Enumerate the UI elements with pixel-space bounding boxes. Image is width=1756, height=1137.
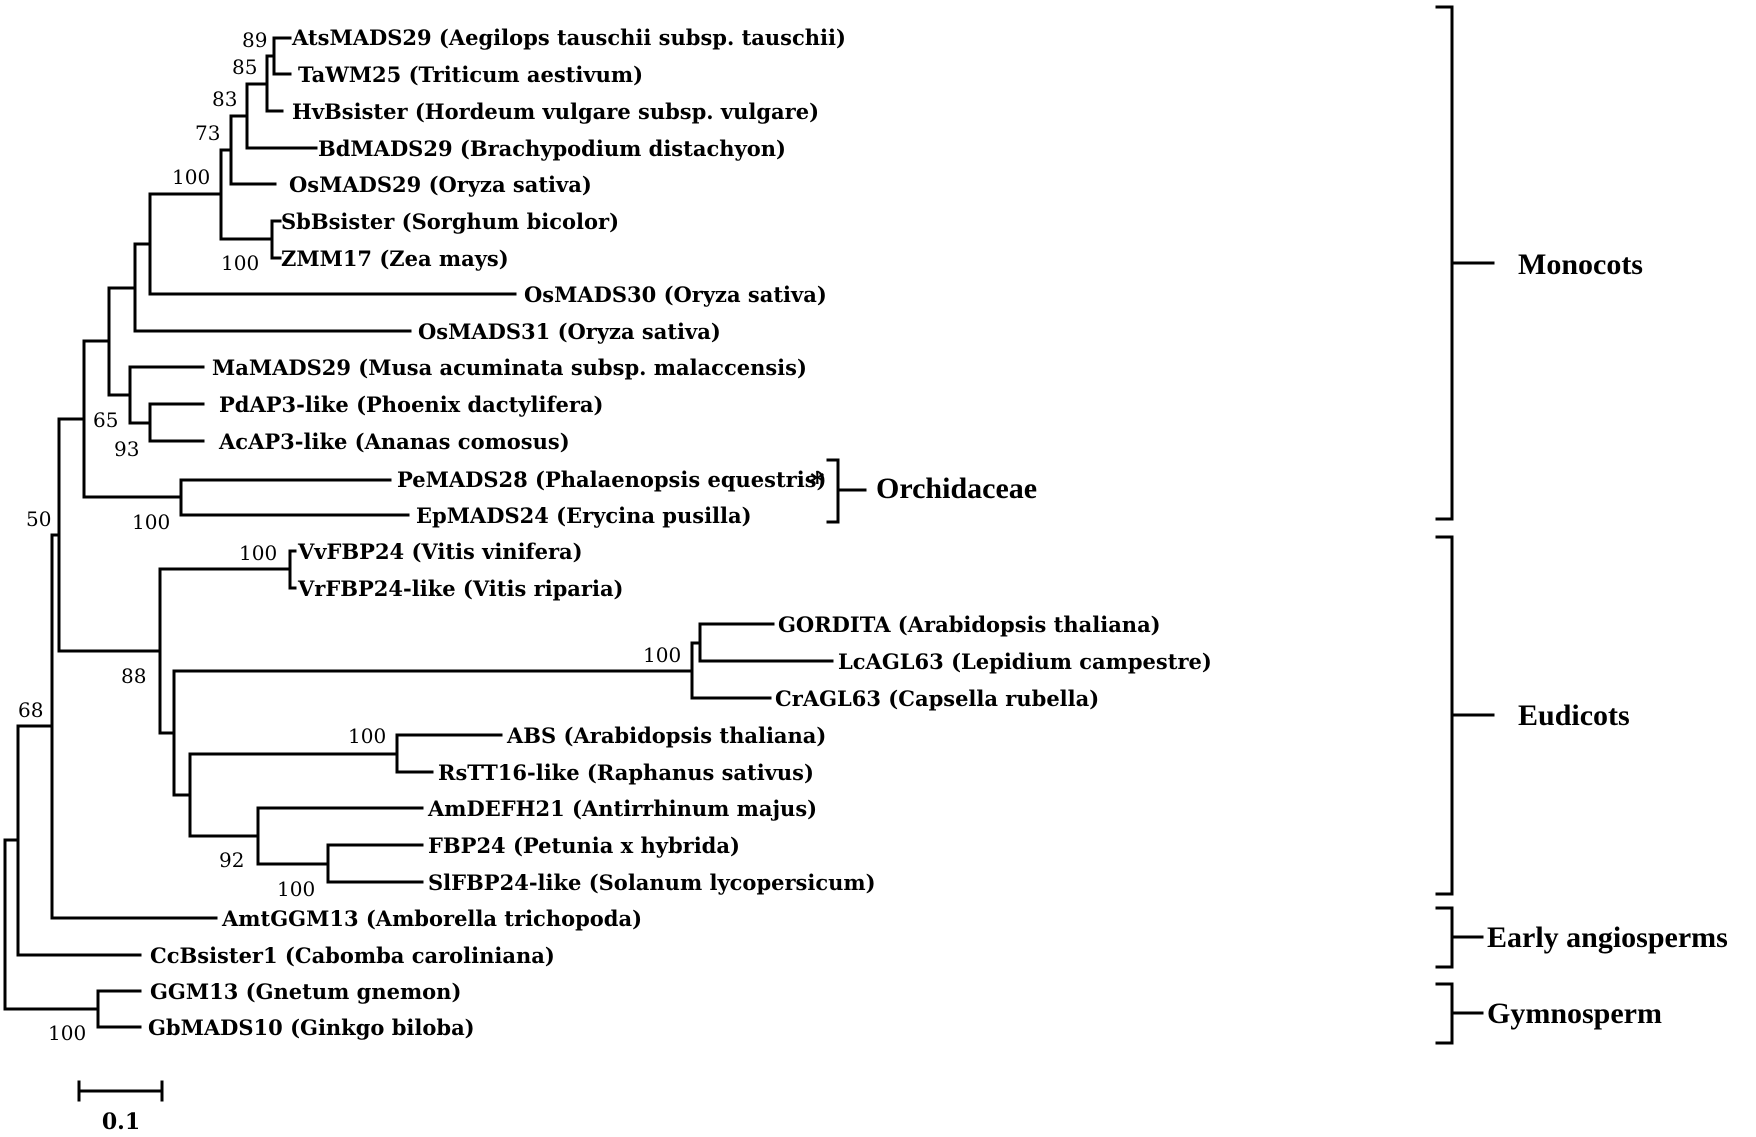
taxon-label: EpMADS24 (Erycina pusilla) (416, 503, 752, 528)
highlight-asterisk: * (810, 466, 825, 499)
taxon-label: PdAP3-like (Phoenix dactylifera) (219, 392, 603, 417)
orchidaceae-bracket (826, 458, 867, 524)
taxon-label: TaWM25 (Triticum aestivum) (298, 62, 643, 87)
support-values: 89 85 83 73 100 100 65 93 100 50 100 88 … (18, 28, 681, 1045)
support-value: 83 (212, 87, 237, 111)
taxon-label: ZMM17 (Zea mays) (281, 246, 509, 271)
support-value: 73 (195, 121, 220, 145)
orchidaceae-label: Orchidaceae (876, 472, 1037, 505)
support-value: 100 (132, 510, 170, 534)
taxon-label: HvBsister (Hordeum vulgare subsp. vulgar… (292, 99, 819, 124)
early-angiosperms-bracket (1435, 906, 1484, 969)
taxon-label: ABS (Arabidopsis thaliana) (506, 723, 826, 748)
taxon-label: GbMADS10 (Ginkgo biloba) (148, 1015, 475, 1040)
taxon-label: SlFBP24-like (Solanum lycopersicum) (428, 870, 876, 895)
support-value: 89 (242, 28, 267, 52)
gymnosperm-label: Gymnosperm (1487, 997, 1662, 1030)
scale-bar-line (77, 1080, 164, 1102)
support-value: 85 (232, 55, 257, 79)
taxon-labels: AtsMADS29 (Aegilops tauschii subsp. taus… (148, 25, 1212, 1040)
support-value: 100 (172, 165, 210, 189)
taxon-label: VvFBP24 (Vitis vinifera) (297, 539, 583, 564)
eudicots-bracket (1435, 535, 1495, 896)
eudicots-label: Eudicots (1518, 699, 1630, 732)
support-value: 100 (643, 643, 681, 667)
taxon-label: CcBsister1 (Cabomba caroliniana) (150, 943, 555, 968)
clade-brackets (826, 5, 1495, 1045)
support-value: 100 (221, 251, 259, 275)
scale-bar-label: 0.1 (102, 1109, 140, 1135)
taxon-label: SbBsister (Sorghum bicolor) (281, 209, 619, 234)
taxon-label: MaMADS29 (Musa acuminata subsp. malaccen… (212, 355, 807, 380)
taxon-label: OsMADS31 (Oryza sativa) (418, 319, 721, 344)
support-value: 100 (348, 724, 386, 748)
support-value: 88 (121, 664, 146, 688)
taxon-label: AtsMADS29 (Aegilops tauschii subsp. taus… (291, 25, 846, 50)
taxon-label: GGM13 (Gnetum gnemon) (150, 979, 461, 1004)
early-angiosperms-label: Early angiosperms (1487, 921, 1728, 954)
gymnosperm-bracket (1435, 982, 1484, 1045)
tree-branches (3, 36, 834, 1029)
support-value: 100 (239, 541, 277, 565)
taxon-label: AcAP3-like (Ananas comosus) (218, 429, 570, 454)
taxon-label: OsMADS29 (Oryza sativa) (289, 172, 592, 197)
support-value: 100 (277, 877, 315, 901)
taxon-label: LcAGL63 (Lepidium campestre) (838, 649, 1212, 674)
taxon-label: FBP24 (Petunia x hybrida) (428, 833, 740, 858)
taxon-label: BdMADS29 (Brachypodium distachyon) (318, 136, 786, 161)
taxon-label: OsMADS30 (Oryza sativa) (524, 282, 827, 307)
scale-bar: 0.1 (77, 1080, 164, 1135)
support-value: 68 (18, 698, 43, 722)
taxon-label: GORDITA (Arabidopsis thaliana) (778, 612, 1161, 637)
support-value: 50 (26, 507, 51, 531)
taxon-label: RsTT16-like (Raphanus sativus) (438, 760, 814, 785)
taxon-label: AmtGGM13 (Amborella trichopoda) (221, 906, 642, 931)
taxon-label: VrFBP24-like (Vitis riparia) (297, 576, 624, 601)
taxon-label: CrAGL63 (Capsella rubella) (775, 686, 1099, 711)
taxon-label: AmDEFH21 (Antirrhinum majus) (427, 796, 817, 821)
monocots-label: Monocots (1518, 248, 1643, 281)
support-value: 92 (219, 848, 244, 872)
monocots-bracket (1435, 5, 1495, 521)
taxon-label: PeMADS28 (Phalaenopsis equestris) (397, 467, 826, 492)
support-value: 93 (114, 437, 139, 461)
support-value: 65 (93, 408, 118, 432)
support-value: 100 (48, 1021, 86, 1045)
clade-labels: Monocots Orchidaceae Eudicots Early angi… (876, 248, 1728, 1030)
